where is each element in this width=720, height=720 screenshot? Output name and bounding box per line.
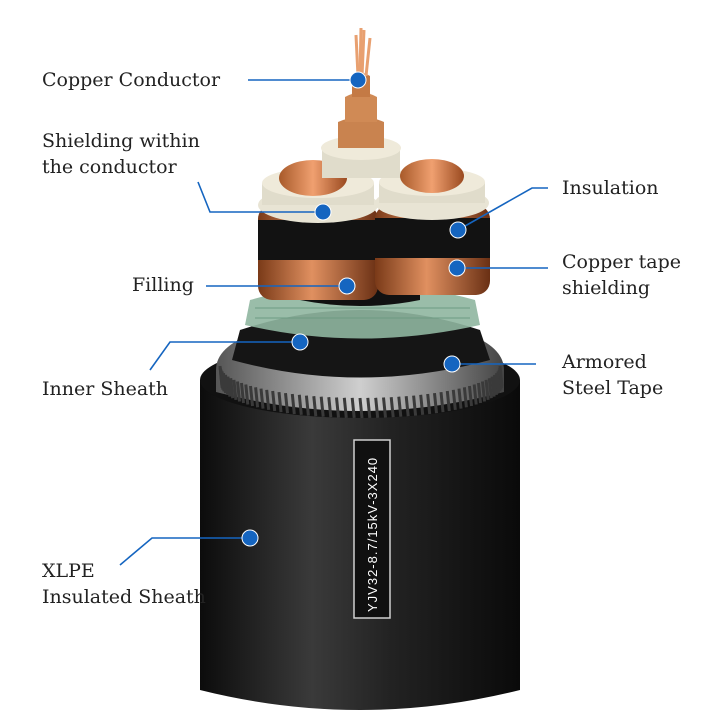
armor-strip (404, 396, 410, 417)
cable-marking-band: YJV32-8.7/15kV-3X240 (353, 439, 391, 619)
label-insulation: Insulation (562, 175, 659, 201)
armor-strip (240, 382, 245, 404)
armor-strip (426, 393, 432, 415)
leader-insulation (457, 187, 548, 231)
dot-inner-sheath (291, 333, 309, 351)
armor-strip (277, 391, 283, 413)
label-xlpe-insulated-sheath: XLPE Insulated Sheath (42, 558, 206, 610)
armor-strip (366, 397, 372, 419)
label-copper-tape-shielding: Copper tape shielding (562, 249, 681, 301)
dot-copper-tape (448, 259, 466, 277)
armor-strip (265, 389, 271, 411)
armor-strip (495, 372, 500, 394)
label-line: Copper tape (562, 251, 682, 273)
armor-strip (229, 378, 235, 399)
label-line: Shielding within (42, 130, 200, 152)
armor-strip (284, 392, 289, 414)
label-line: XLPE (42, 560, 95, 582)
armor-strip (481, 381, 486, 402)
armor-strip (374, 397, 380, 418)
armor-strip (236, 381, 241, 402)
dot-armored (443, 355, 461, 373)
armor-strip (358, 397, 364, 419)
armor-strip (342, 397, 348, 418)
armor-strip (472, 384, 478, 405)
dot-filling (338, 277, 356, 295)
armor-strip (419, 394, 425, 415)
label-inner-sheath: Inner Sheath (42, 376, 168, 402)
armor-strip (445, 390, 451, 412)
armor-strip (290, 393, 296, 415)
armor-strip (249, 385, 254, 407)
armor-strip (350, 397, 356, 419)
armor-strip (319, 396, 325, 417)
armor-strip (304, 395, 310, 416)
leader-lines (119, 79, 548, 566)
armor-strip (226, 376, 232, 397)
armor-strip (222, 372, 227, 394)
armor-strip (254, 387, 260, 408)
armor-strip (327, 397, 333, 418)
dot-copper-conductor (349, 71, 367, 89)
armor-strip (244, 384, 250, 405)
armor-strip (484, 379, 490, 401)
armor-strip (232, 379, 238, 401)
label-line: Copper Conductor (42, 69, 221, 91)
armor-strip (493, 374, 498, 396)
armor-strip (498, 365, 504, 387)
label-copper-conductor: Copper Conductor (42, 67, 220, 93)
leader-inner-sheath (149, 341, 300, 371)
armor-strip (397, 396, 403, 417)
armor-strip (451, 389, 457, 411)
left-core (258, 160, 378, 300)
dot-shielding (314, 203, 332, 221)
label-line: Steel Tape (562, 377, 664, 399)
label-armored-steel-tape: Armored Steel Tape (562, 349, 663, 401)
armor-strip (468, 385, 473, 407)
label-line: Inner Sheath (42, 378, 169, 400)
label-line: Insulated Sheath (42, 586, 206, 608)
armor-strip (457, 388, 463, 409)
armor-strip (477, 382, 482, 404)
armor-strip (271, 390, 277, 412)
label-shielding-within-conductor: Shielding within the conductor (42, 128, 200, 180)
armor-strip (312, 396, 318, 417)
armor-strip (462, 387, 468, 408)
leader-shielding (197, 181, 323, 213)
dot-xlpe (241, 529, 259, 547)
dot-insulation (449, 221, 467, 239)
armor-strip (433, 392, 438, 414)
label-line: Filling (132, 274, 194, 296)
armor-strip (439, 391, 445, 413)
label-line: Armored (562, 351, 647, 373)
armor-strip (335, 397, 340, 418)
cable-marking-text: YJV32-8.7/15kV-3X240 (365, 457, 380, 612)
armor-strip (224, 374, 229, 396)
label-line: the conductor (42, 156, 177, 178)
anchor-dots (241, 71, 467, 547)
armor-strip (382, 397, 387, 418)
label-filling: Filling (132, 272, 194, 298)
armor-strip (487, 378, 493, 399)
armor-strip (490, 376, 496, 397)
armor-strip (389, 397, 395, 418)
right-core (375, 159, 490, 295)
leader-xlpe (119, 537, 250, 566)
armor-strip (259, 388, 265, 409)
back-core (321, 27, 401, 178)
armor-strip (412, 395, 418, 416)
label-line: Insulation (562, 177, 659, 199)
label-line: shielding (562, 277, 651, 299)
armor-strip (297, 394, 303, 415)
